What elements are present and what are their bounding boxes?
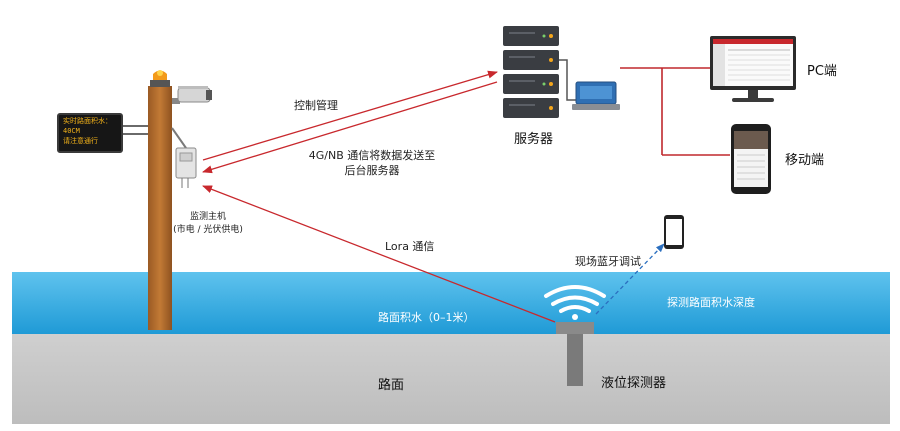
uplink-label-line-2: 后台服务器: [344, 164, 400, 177]
uplink-label-line-1: 4G/NB 通信将数据发送至: [308, 149, 436, 162]
pc-label: PC端: [807, 64, 837, 79]
smartphone-icon: [731, 124, 771, 194]
server-label: 服务器: [514, 132, 554, 147]
host-label-line-2: (市电 / 光伏供电): [173, 225, 243, 235]
wireless-signal-icon: [544, 285, 606, 320]
server-rack-icon: [503, 26, 559, 118]
mobile-label: 移动端: [785, 153, 825, 168]
pc-mobile-connector: [620, 67, 730, 156]
pole: [123, 70, 212, 330]
display-line-2: 40CM: [63, 127, 80, 135]
host-label: 监测主机 (市电 / 光伏供电): [158, 211, 258, 237]
road-label: 路面: [378, 378, 405, 393]
warning-light-icon: [150, 70, 170, 87]
control-arrow: [202, 70, 498, 161]
bluetooth-label: 现场蓝牙调试: [575, 255, 641, 268]
bluetooth-arrow: [595, 243, 665, 315]
host-label-line-1: 监测主机: [189, 212, 226, 222]
camera-icon: [172, 86, 212, 104]
pc-monitor-icon: [710, 36, 796, 102]
led-display-board: 实时路面积水： 40CM 请注意通行: [57, 113, 123, 153]
sensor-label: 液位探测器: [601, 376, 667, 391]
bluetooth-phone-icon: [664, 215, 684, 249]
detect-depth-label: 探测路面积水深度: [667, 296, 755, 309]
uplink-label: 4G/NB 通信将数据发送至 后台服务器: [282, 148, 462, 178]
control-label: 控制管理: [294, 99, 338, 112]
lora-arrow: [202, 185, 556, 323]
level-sensor: [556, 322, 594, 386]
uplink-arrow: [202, 81, 498, 174]
lora-label: Lora 通信: [385, 240, 435, 253]
computer-icon: [559, 59, 620, 110]
display-line-3: 请注意通行: [63, 137, 98, 145]
display-line-1: 实时路面积水：: [63, 117, 112, 125]
water-depth-label: 路面积水（0–1米）: [378, 311, 475, 324]
road-surface: [12, 334, 890, 424]
monitoring-host-box: [175, 147, 197, 188]
